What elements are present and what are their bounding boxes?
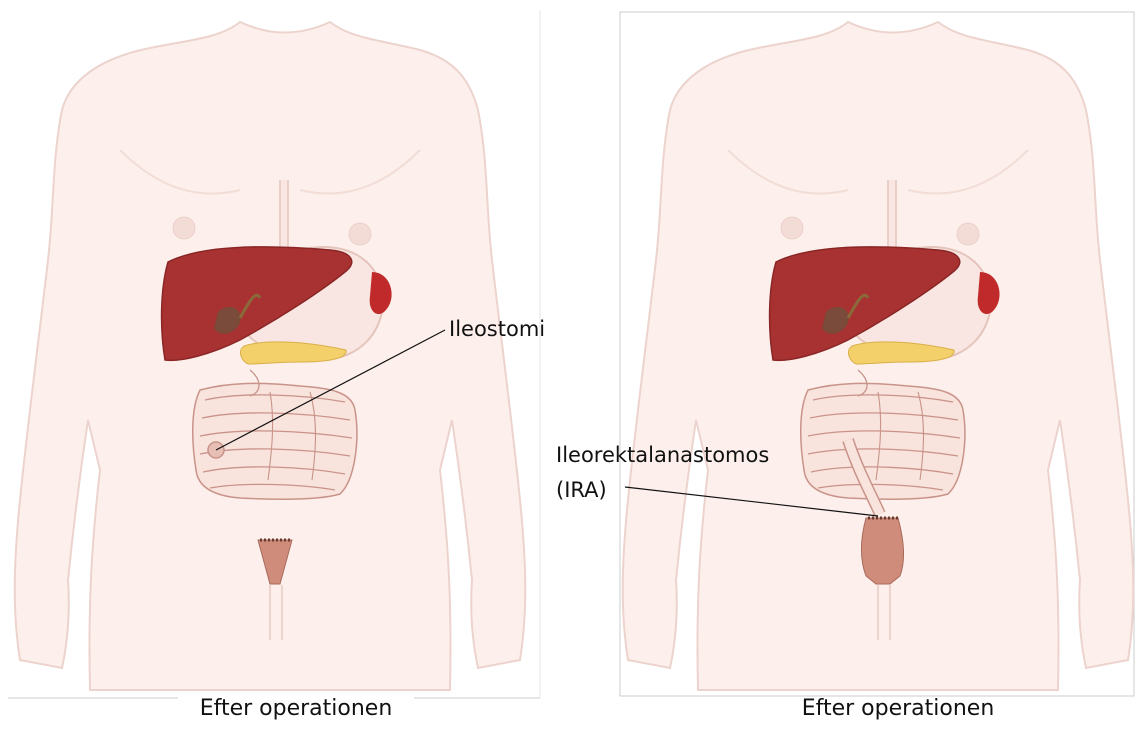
ira-label-line1: Ileorektalanastomos [556, 442, 769, 469]
left-caption: Efter operationen [178, 694, 414, 724]
right-torso [623, 22, 1134, 690]
right-caption: Efter operationen [780, 694, 1016, 724]
rectum-icon [862, 518, 904, 584]
ileostomi-label: Ileostomi [449, 316, 545, 343]
left-torso [15, 22, 526, 690]
ira-label-line2: (IRA) [556, 477, 607, 504]
